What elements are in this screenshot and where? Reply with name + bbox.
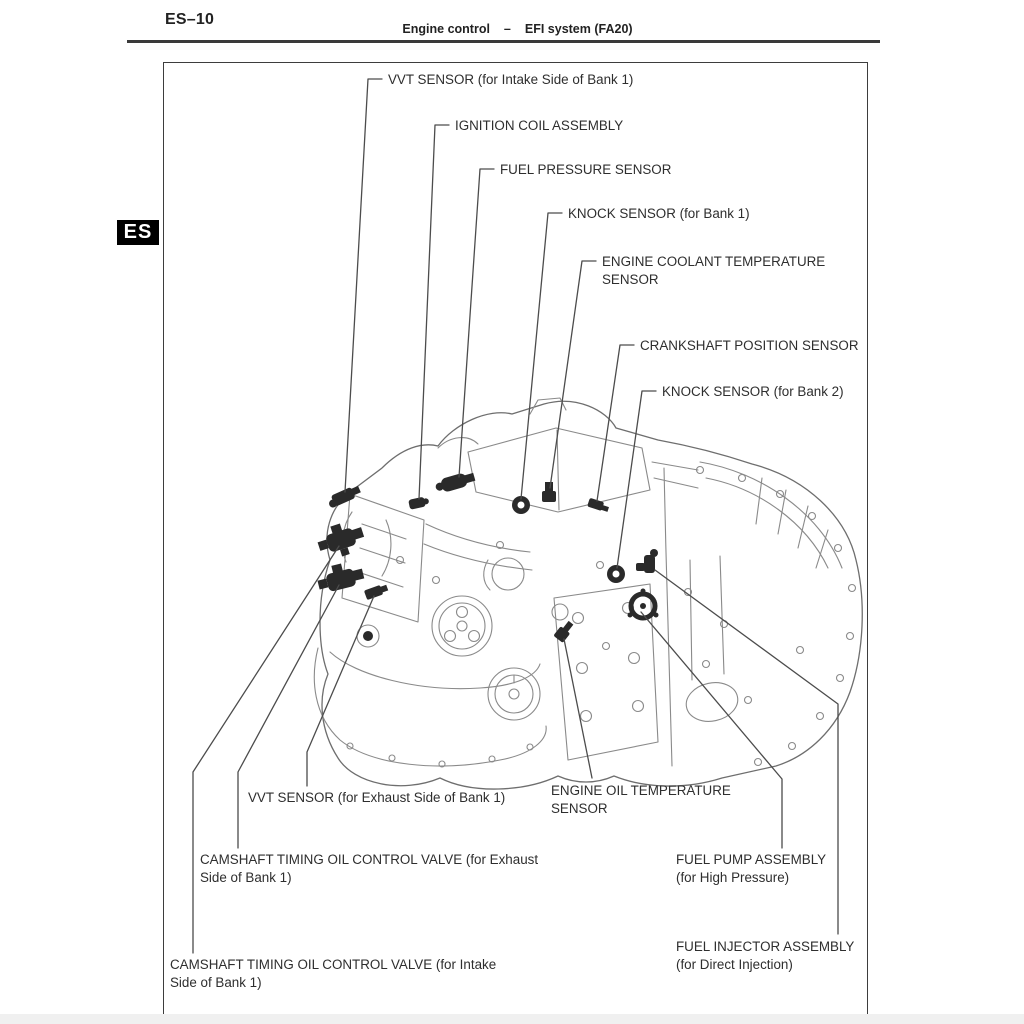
callout-ignition-coil-assembly: IGNITION COIL ASSEMBLY xyxy=(455,118,624,133)
section-tab: ES xyxy=(117,220,159,245)
running-title-subsection: EFI system (FA20) xyxy=(524,22,633,36)
callout-engine-oil-temperature-sensor: ENGINE OIL TEMPERATURE SENSOR xyxy=(551,783,731,816)
running-title-separator: – xyxy=(503,22,511,36)
running-title-section: Engine control xyxy=(402,22,490,36)
callout-camshaft-timing-ocv-intake-bank1: CAMSHAFT TIMING OIL CONTROL VALVE (for I… xyxy=(170,957,497,990)
callout-crankshaft-position-sensor: CRANKSHAFT POSITION SENSOR xyxy=(640,338,859,353)
callout-fuel-pump-assembly: FUEL PUMP ASSEMBLY (for High Pressure) xyxy=(676,852,827,885)
callout-vvt-sensor-exhaust-bank1: VVT SENSOR (for Exhaust Side of Bank 1) xyxy=(248,790,506,805)
callout-vvt-sensor-intake-bank1: VVT SENSOR (for Intake Side of Bank 1) xyxy=(388,72,634,87)
callout-fuel-pressure-sensor: FUEL PRESSURE SENSOR xyxy=(500,162,672,177)
bottom-strip xyxy=(0,1014,1024,1024)
callout-knock-sensor-bank1: KNOCK SENSOR (for Bank 1) xyxy=(568,206,750,221)
callout-fuel-injector-assembly: FUEL INJECTOR ASSEMBLY (for Direct Injec… xyxy=(676,939,855,972)
page-code: ES–10 xyxy=(165,11,215,28)
callout-knock-sensor-bank2: KNOCK SENSOR (for Bank 2) xyxy=(662,384,844,399)
header-rule xyxy=(127,40,880,43)
callout-engine-coolant-temperature-sensor: ENGINE COOLANT TEMPERATURE SENSOR xyxy=(602,254,826,287)
running-title: Engine control–EFI system (FA20) xyxy=(330,22,705,36)
callout-camshaft-timing-ocv-exhaust-bank1: CAMSHAFT TIMING OIL CONTROL VALVE (for E… xyxy=(200,852,539,885)
